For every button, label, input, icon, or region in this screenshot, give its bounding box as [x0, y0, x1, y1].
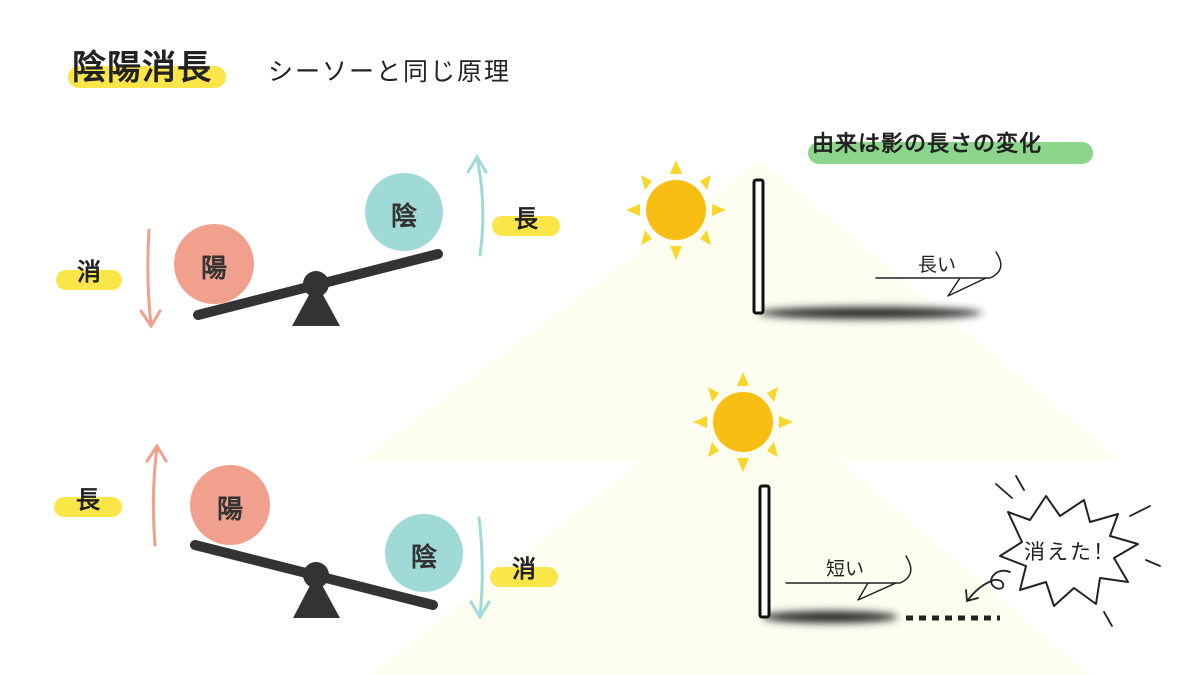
sun-icon-bottom: [693, 372, 793, 472]
tag-highlight-bottom-left: [54, 497, 122, 517]
increase-tag-top: 長: [514, 205, 538, 233]
tag-highlight-top-left: [56, 270, 122, 290]
vanished-exclaim: 消えた！: [1024, 540, 1116, 564]
light-cone-bottom: [370, 380, 1090, 675]
increase-tag-bottom: 長: [76, 486, 100, 514]
pole-bottom: [758, 484, 771, 619]
decrease-tag-bottom: 消: [512, 555, 536, 583]
origin-label: 由来は影の長さの変化: [812, 132, 1043, 157]
arrow-down-top: [139, 228, 162, 329]
yang-ball-bottom: [190, 465, 270, 545]
pole-top: [752, 178, 765, 315]
page-title: 陰陽消長: [72, 48, 212, 88]
yin-ball-bottom: [385, 514, 463, 592]
pivot-bottom: [303, 562, 329, 588]
shadow-short: [762, 611, 898, 623]
pivot-top: [303, 271, 329, 297]
decrease-tag-top: 消: [77, 258, 101, 286]
exclaim-burst: [999, 495, 1139, 607]
short-shadow-caption: 短い: [826, 558, 865, 580]
arrow-up-top: [466, 154, 488, 257]
origin-highlight: [808, 142, 1093, 164]
tag-highlight-bottom-right: [490, 567, 558, 587]
page-subtitle: シーソーと同じ原理: [268, 57, 512, 86]
burst-action-lines: [995, 475, 1161, 627]
curly-arrow: [965, 569, 1011, 603]
yang-ball-top: [174, 224, 254, 304]
title-highlight: [68, 66, 226, 88]
arrow-down-bottom: [469, 516, 491, 620]
yang-label-top: 陽: [200, 254, 227, 284]
yang-label-bottom: 陽: [216, 495, 243, 525]
yin-label-bottom: 陰: [410, 543, 437, 573]
light-cone-top: [360, 160, 1120, 460]
sun-icon-top: [626, 160, 726, 260]
long-shadow-caption: 長い: [918, 254, 957, 276]
yin-label-top: 陰: [390, 202, 417, 232]
fulcrum-top: [292, 282, 340, 326]
arrow-up-bottom: [145, 443, 168, 547]
fulcrum-bottom: [293, 574, 340, 618]
speech-tail-top: [875, 251, 1002, 297]
speech-tail-bottom: [785, 555, 912, 601]
tag-highlight-top-right: [492, 216, 560, 236]
yin-ball-top: [365, 173, 443, 251]
shadow-long: [758, 307, 982, 319]
